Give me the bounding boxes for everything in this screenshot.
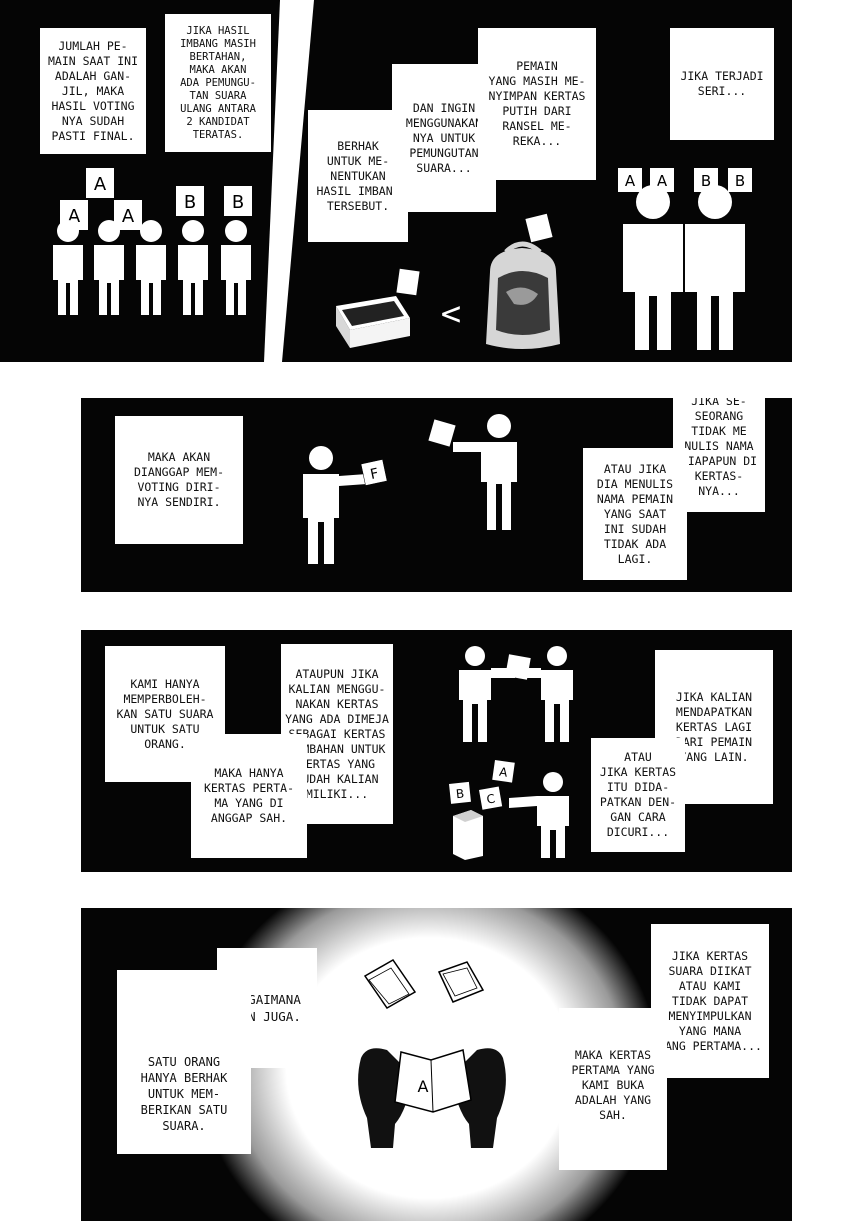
panel-first-paper: BAGAIMANA PUN JUGA. SATU ORANG HANYA BER… [81,908,792,1221]
caption-one-person: SATU ORANG HANYA BERHAK UNTUK MEM- BERIK… [117,970,251,1154]
vote-figures-right: A A B B [618,168,752,350]
person-figure [136,220,166,315]
vote-card: B [224,186,252,216]
person-figure [685,185,745,350]
vote-card-letter: A [94,174,107,195]
panel-gutter [264,0,314,362]
caption-one-vote: KAMI HANYA MEMPERBOLEH- KAN SATU SUARA U… [105,646,225,782]
caption-first-opened: MAKA KERTAS PERTAMA YANG KAMI BUKA ADALA… [559,1008,667,1170]
caption-player-keeps: PEMAIN YANG MASIH ME- NYIMPAN KERTAS PUT… [478,28,596,180]
person-figure [94,220,124,315]
vote-card: A [86,168,114,198]
panel-one-vote: KAMI HANYA MEMPERBOLEH- KAN SATU SUARA U… [81,630,792,872]
caption-no-name: JIKA SE- SEORANG TIDAK ME NULIS NAMA SIA… [673,398,765,512]
drawer-icon [336,268,420,348]
compare-symbol: < [440,294,462,334]
vote-card: C [479,786,503,810]
vote-card: B [449,781,471,804]
person-figure [623,185,683,350]
person-figure [221,220,251,315]
vote-card-letter: A [122,206,135,227]
backpack-icon [486,213,560,349]
reaching-figure [509,772,569,858]
vote-card: B [176,186,204,216]
caption-stolen: ATAU JIKA KERTAS ITU DIDA- PATKAN DEN- G… [591,738,685,852]
folded-paper-icon [363,959,417,1009]
folded-paper-icon [437,961,485,1003]
vote-card-letter: F [369,466,380,483]
vote-card-letter: B [455,787,465,802]
panel-invalid-name: MAKA AKAN DIANGGAP MEM- VOTING DIRI- NYA… [81,398,792,592]
vote-card: A [114,200,142,230]
caption-absent-name: ATAU JIKA DIA MENULIS NAMA PEMAIN YANG S… [583,448,687,580]
vote-card-letter: B [184,192,196,213]
vote-card-letter: A [625,172,636,190]
caption-self-vote: MAKA AKAN DIANGGAP MEM- VOTING DIRI- NYA… [115,416,243,544]
caption-first-valid: MAKA HANYA KERTAS PERTA- MA YANG DI ANGG… [191,734,307,858]
caption-if-tie: JIKA TERJADI SERI... [670,28,774,140]
exchange-figures [459,646,573,742]
vote-card: A [618,168,642,192]
pointing-figure [428,414,517,530]
vote-card-letter: A [498,765,509,780]
vote-figures-left: A A A B B [53,168,252,315]
vote-card: F [360,459,388,486]
person-figure [178,220,208,315]
caption-tied-papers: JIKA KERTAS SUARA DIIKAT ATAU KAMI TIDAK… [651,924,769,1078]
caption-tie-revote: JIKA HASIL IMBANG MASIH BERTAHAN, MAKA A… [165,14,271,152]
self-vote-figure: F [303,446,388,564]
vote-card-letter: B [735,172,745,190]
papers-hands-illustration: A [358,959,506,1148]
vote-card-letter: C [485,791,496,806]
vote-card: A [492,760,515,783]
panel-voting-rules: JUMLAH PE- MAIN SAAT INI ADALAH GAN- JIL… [0,0,792,362]
vote-card-letter: A [418,1077,429,1096]
vote-card-letter: A [657,172,668,190]
caption-odd-players: JUMLAH PE- MAIN SAAT INI ADALAH GAN- JIL… [40,28,146,154]
caption-right-to-decide: BERHAK UNTUK ME- NENTUKAN HASIL IMBANG T… [308,110,408,242]
person-figure [53,220,83,315]
vote-card-letter: B [701,172,711,190]
vote-card-letter: B [232,192,244,213]
vote-card: B [728,168,752,192]
stacked-cards-figure: A B C [449,760,515,860]
